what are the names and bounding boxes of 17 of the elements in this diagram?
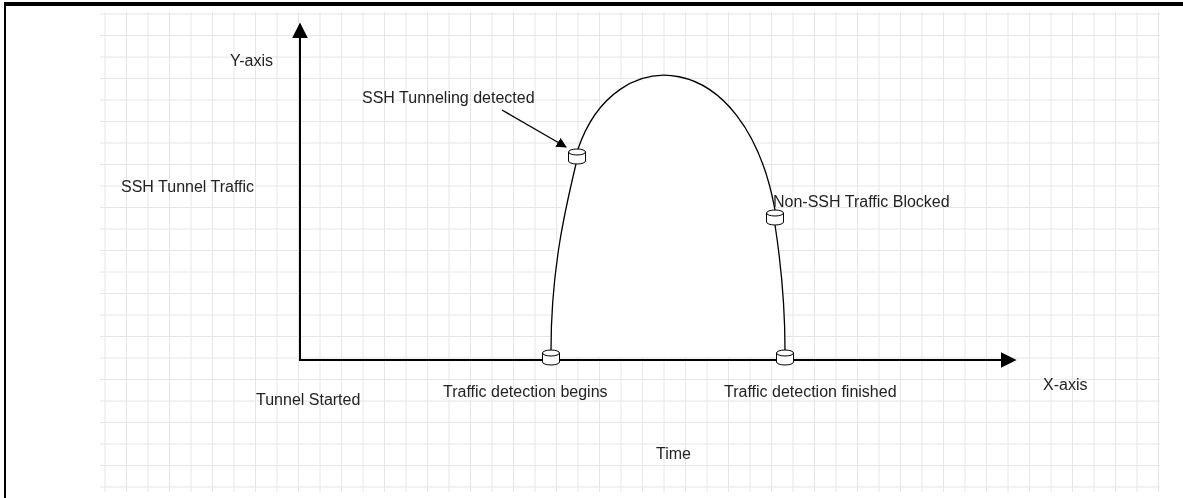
- axis-label: Time: [656, 444, 691, 464]
- curve-line: [577, 74, 776, 211]
- cylinder-marker: [568, 149, 586, 164]
- axis-label: Tunnel Started: [256, 390, 361, 410]
- marker-caption: Non-SSH Traffic Blocked: [773, 192, 950, 212]
- curve-line: [550, 163, 577, 351]
- cylinder-marker: [776, 350, 794, 365]
- axis-label: X-axis: [1043, 375, 1088, 395]
- marker-caption: Traffic detection begins: [443, 382, 608, 402]
- marker-caption: Traffic detection finished: [724, 382, 897, 402]
- axis-label: Y-axis: [230, 51, 273, 71]
- axis-label: SSH Tunnel Traffic: [121, 177, 255, 197]
- curve-line: [774, 224, 786, 351]
- cylinder-marker: [766, 210, 784, 225]
- callout-text: SSH Tunneling detected: [362, 88, 536, 108]
- cylinder-marker: [542, 350, 560, 365]
- arrow: [501, 109, 567, 148]
